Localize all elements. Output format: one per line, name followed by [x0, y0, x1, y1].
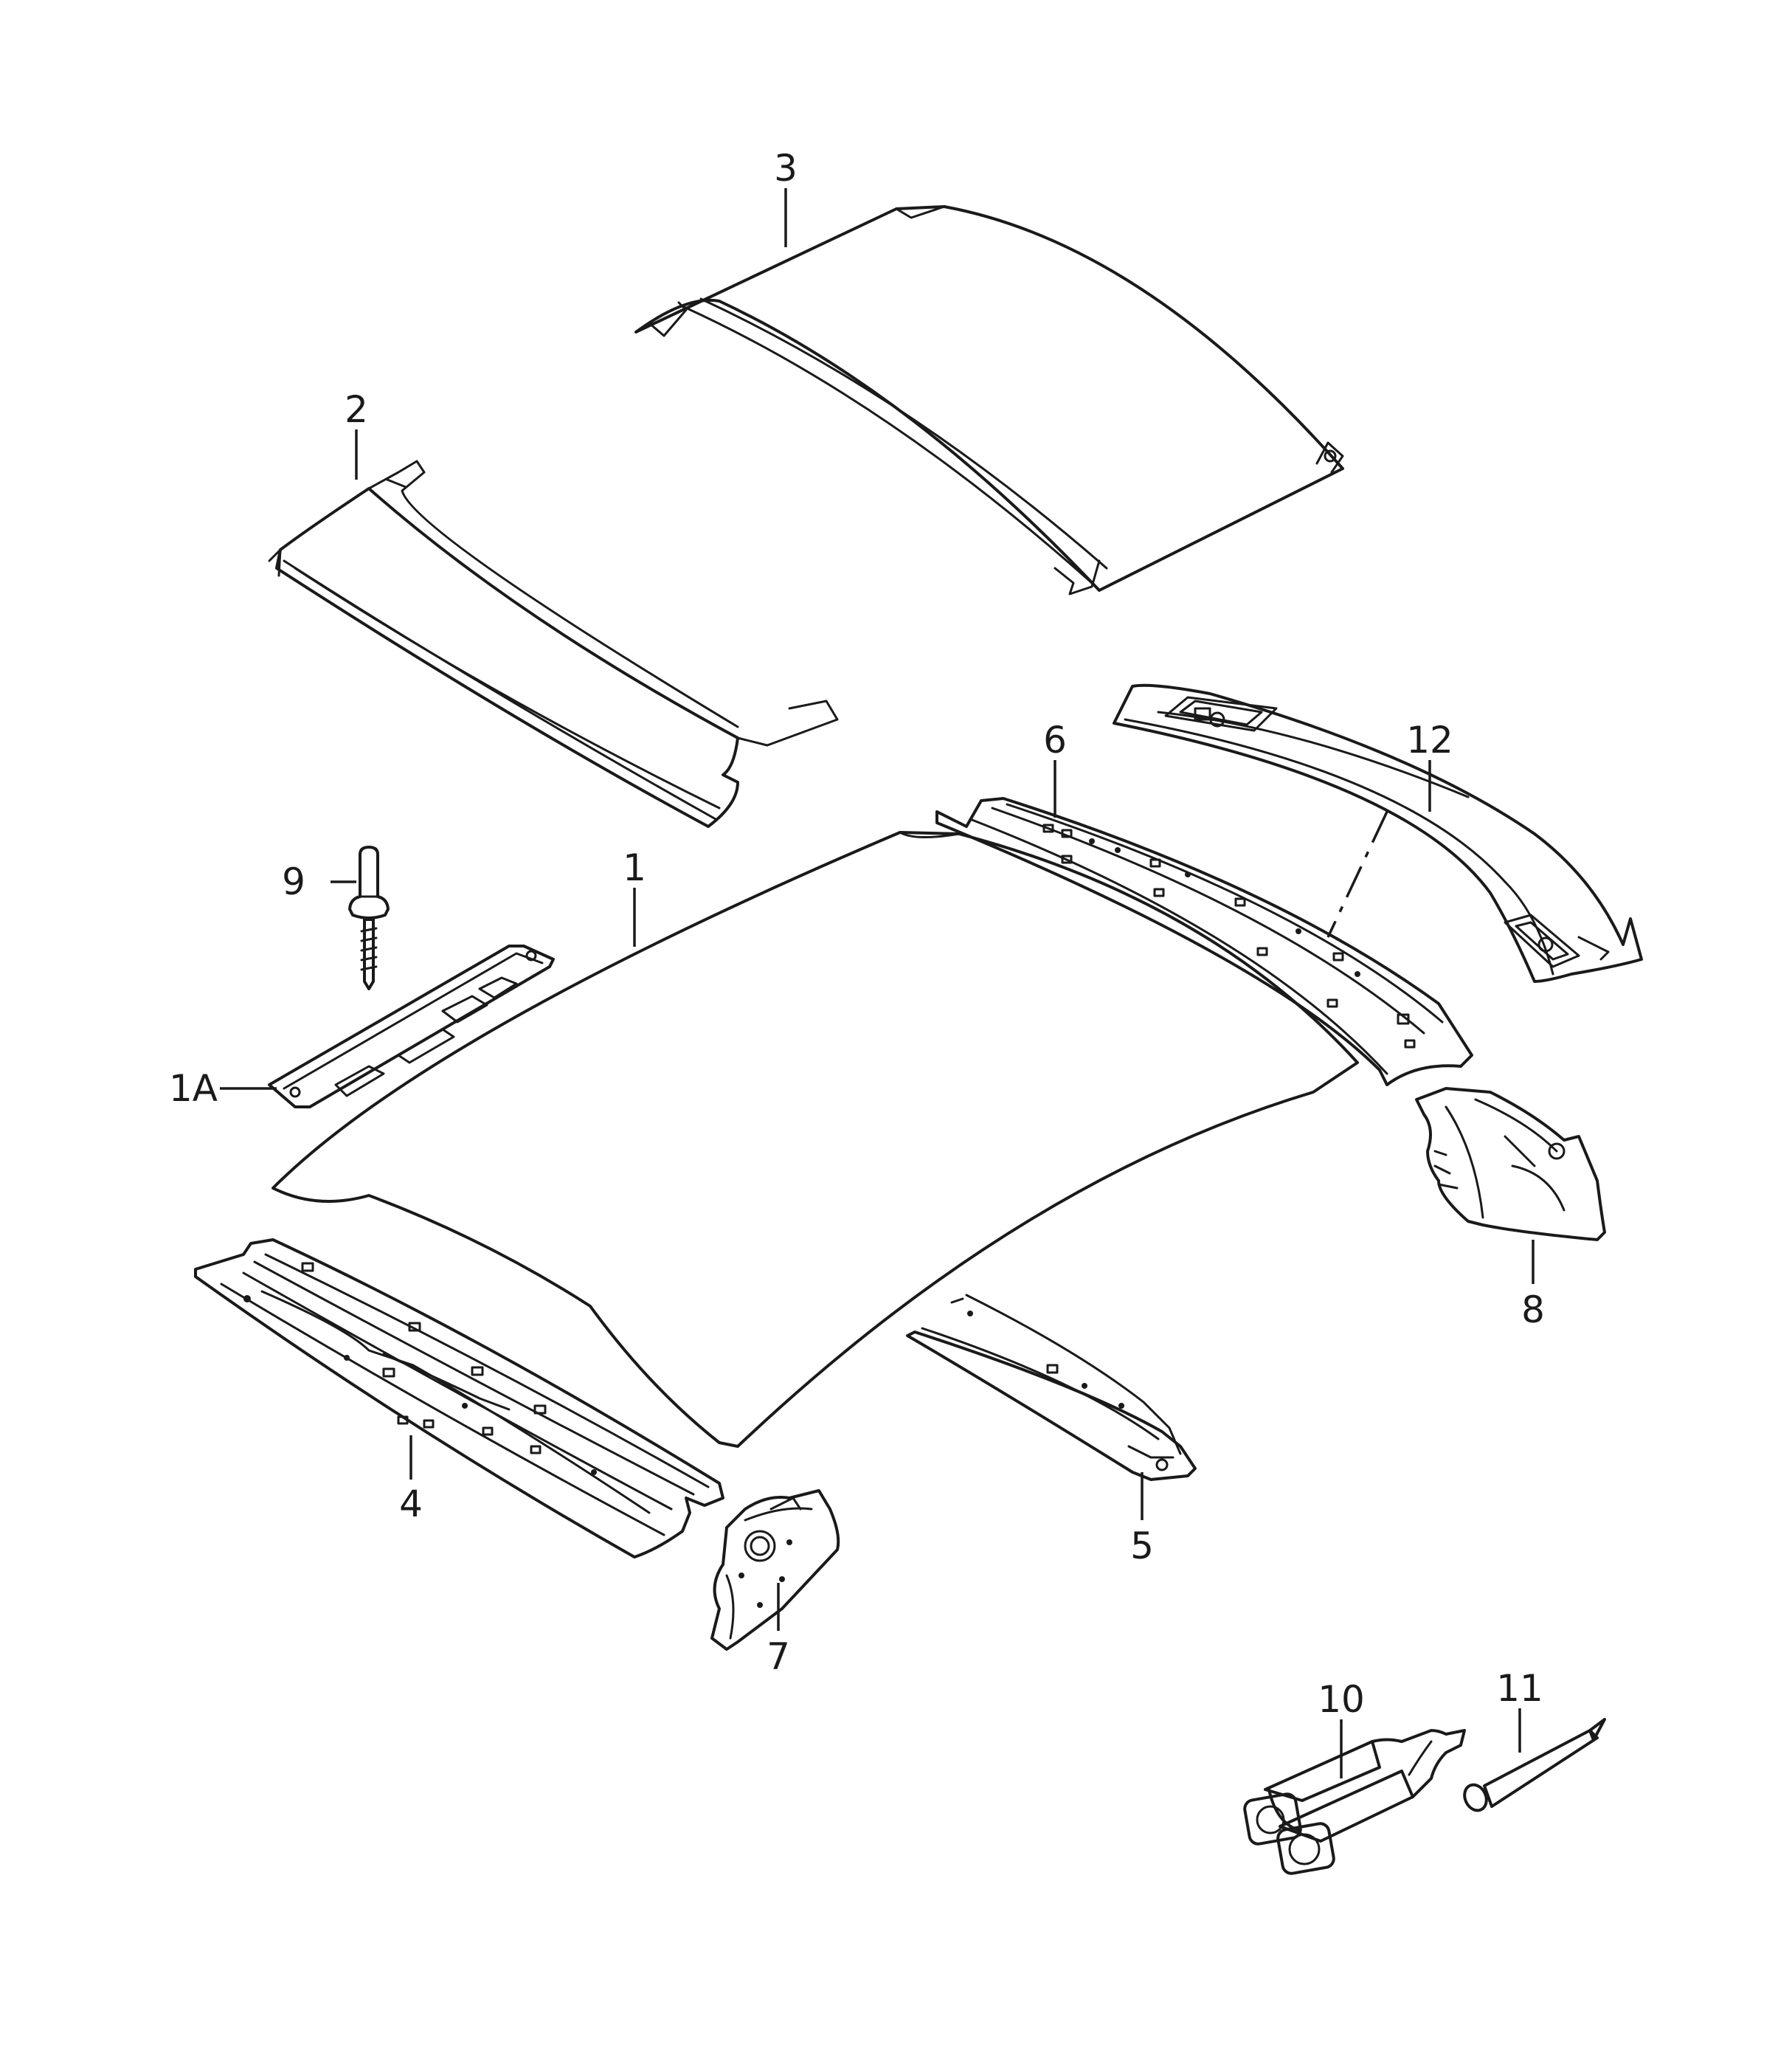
part-5-roof-rail-lower [906, 1294, 1197, 1481]
callout-1: 1 [623, 846, 646, 889]
part-12-side-roof-frame [1113, 683, 1643, 983]
callout-6: 6 [1043, 719, 1067, 762]
part-11-nozzle [1463, 1718, 1606, 1812]
part-4-front-cross-member [194, 1238, 724, 1559]
leader-lines [220, 188, 1535, 1778]
callout-11: 11 [1496, 1667, 1543, 1710]
part-2-rear-cross-panel [268, 460, 839, 828]
part-6-roof-rail-right [935, 797, 1473, 1086]
part-7-bracket [710, 1489, 840, 1651]
part-1-main-roof [271, 831, 1359, 1448]
callout-4: 4 [399, 1483, 423, 1525]
callout-labels: 3 2 1 9 1A 6 12 8 4 5 7 10 11 [169, 147, 1545, 1721]
callout-12: 12 [1406, 719, 1453, 762]
callout-1a: 1A [169, 1067, 218, 1110]
part-8-corner-bracket [1415, 1087, 1606, 1241]
callout-10: 10 [1318, 1678, 1365, 1721]
rail-6-holes [1042, 824, 1416, 1049]
part-10-cartridge [1243, 1729, 1466, 1875]
callout-3: 3 [774, 147, 798, 190]
part-3-roof-panel [634, 205, 1344, 596]
part-9-screw [348, 846, 390, 990]
callout-8: 8 [1521, 1288, 1545, 1331]
part-1a-inner-panel [268, 945, 555, 1108]
leader-12-dashed [1326, 811, 1388, 938]
callout-9: 9 [282, 860, 305, 903]
callout-7: 7 [767, 1635, 790, 1678]
callout-5: 5 [1130, 1525, 1154, 1567]
callout-2: 2 [345, 388, 368, 431]
part-4-holes [243, 1262, 597, 1475]
